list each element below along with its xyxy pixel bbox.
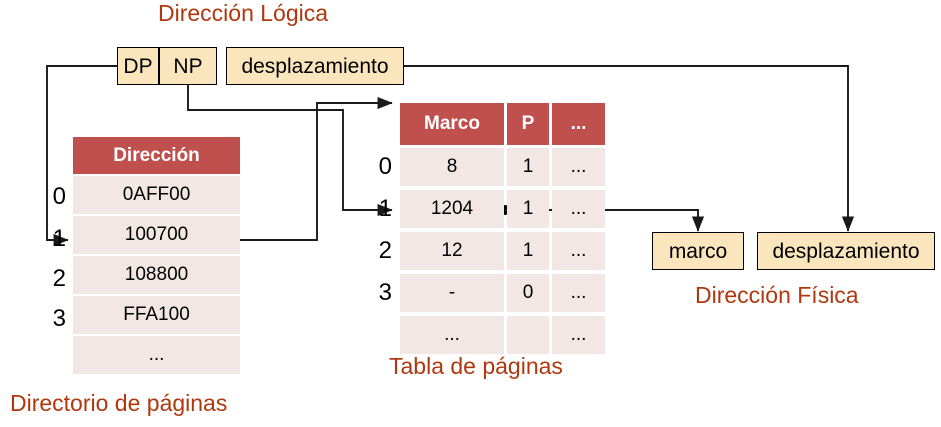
pagetable-row-index-2: 2: [378, 237, 392, 264]
pagetable-cell-more-0: ...: [552, 148, 605, 186]
pagetable-row-index-3: 3: [378, 279, 392, 306]
logical-field-dp[interactable]: DP: [117, 47, 159, 85]
pagetable-cell-marco-0: 8: [400, 148, 504, 186]
pagetable-row-index-0: 0: [378, 153, 392, 180]
pagetable-cell-more-1: ...: [552, 190, 605, 228]
directory-cell-address-2: 108800: [73, 256, 240, 294]
pagetable-cell-marco-3: -: [400, 274, 504, 312]
directory-cell-address-ellipsis: ...: [73, 336, 240, 374]
directory-row-index-2: 2: [52, 265, 66, 292]
pagetable-cell-more-ellipsis: ...: [552, 316, 605, 354]
pagetable-header-marco: Marco: [400, 103, 504, 145]
pagetable-header-more: ...: [552, 103, 605, 145]
pagetable-caption: Tabla de páginas: [389, 353, 563, 379]
pagetable-cell-more-3: ...: [552, 274, 605, 312]
pagetable-cell-p-2: 1: [507, 232, 549, 270]
pagetable-cell-marco-2: 12: [400, 232, 504, 270]
directory-caption: Directorio de páginas: [10, 390, 228, 416]
directory-row-index-0: 0: [52, 183, 66, 210]
pagetable-cell-p-3: 0: [507, 274, 549, 312]
pagetable-cell-marco-1: 1204: [400, 190, 504, 228]
pagetable-cell-more-2: ...: [552, 232, 605, 270]
logical-field-np[interactable]: NP: [159, 47, 217, 85]
pagetable-cell-marco-ellipsis: ...: [400, 316, 504, 354]
directory-cell-address-3: FFA100: [73, 296, 240, 334]
pagetable-cell-p-1: 1: [507, 190, 549, 228]
directory-header-direccion: Dirección: [73, 137, 240, 174]
directory-row-index-3: 3: [52, 305, 66, 332]
directory-cell-address-0: 0AFF00: [73, 176, 240, 214]
physical-field-desplazamiento[interactable]: desplazamiento: [757, 232, 935, 270]
pagetable-row-index-1: 1: [378, 195, 392, 222]
logical-address-title: Dirección Lógica: [158, 0, 329, 26]
physical-address-title: Dirección Física: [695, 282, 859, 308]
pagetable-header-p: P: [507, 103, 549, 145]
logical-field-desplazamiento[interactable]: desplazamiento: [226, 47, 404, 85]
directory-cell-address-1: 100700: [73, 216, 240, 254]
pagetable-cell-p-0: 1: [507, 148, 549, 186]
directory-row-index-1: 1: [52, 225, 66, 252]
physical-field-marco[interactable]: marco: [652, 232, 744, 270]
pagetable-cell-p-ellipsis: [507, 316, 549, 354]
